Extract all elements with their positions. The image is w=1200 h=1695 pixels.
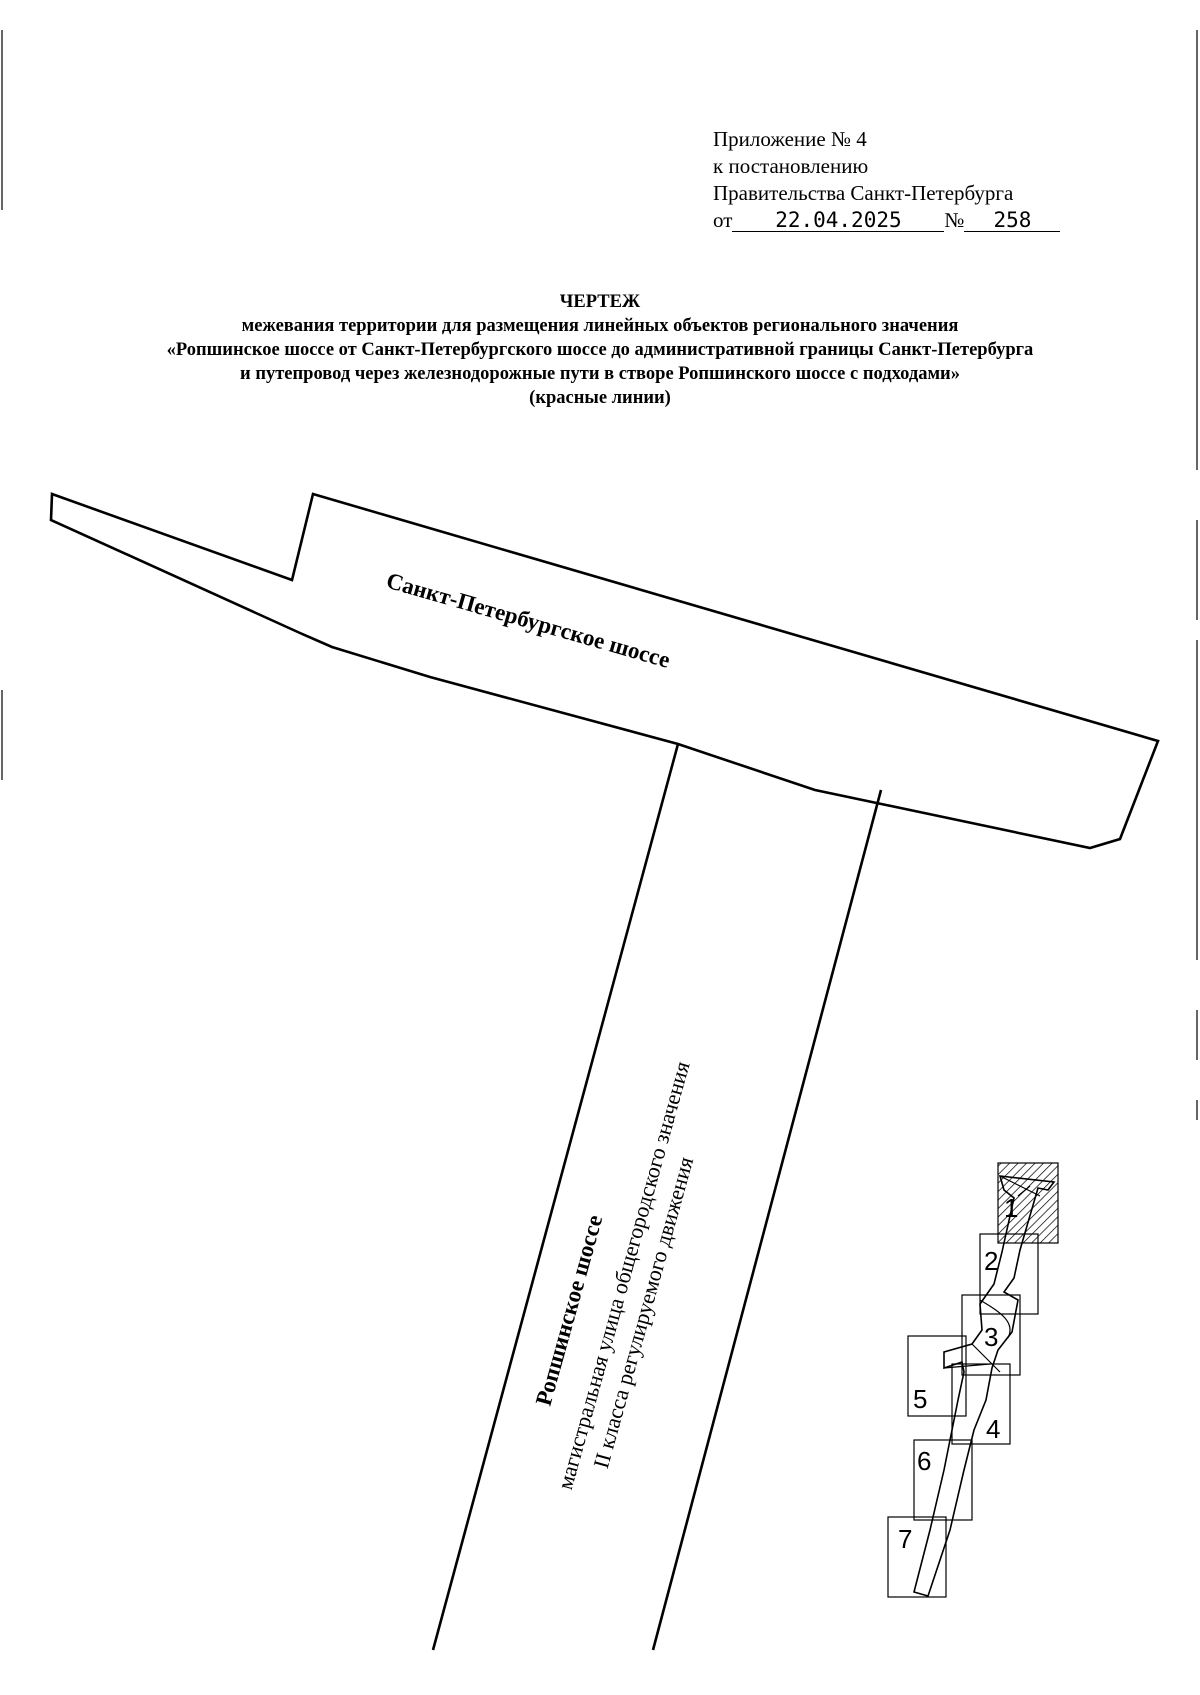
- road-boundary-spb-highway: [49, 492, 1160, 850]
- title-heading: ЧЕРТЕЖ: [559, 292, 641, 312]
- sheet-number-7: 7: [898, 1524, 912, 1554]
- appendix-block: Приложение № 4 к постановлению Правитель…: [713, 126, 1073, 234]
- sheet-number-6: 6: [917, 1446, 931, 1476]
- key-map-crossing: [943, 1299, 1011, 1373]
- sheet-key-map: [887, 1162, 1059, 1598]
- sheet-number-2: 2: [984, 1246, 998, 1276]
- key-map-junction: [999, 1175, 1041, 1197]
- drawing-title: ЧЕРТЕЖ межевания территории для размещен…: [40, 290, 1160, 410]
- sheet-frame-7[interactable]: [887, 1516, 947, 1598]
- sheet-number-5: 5: [913, 1384, 927, 1414]
- sheet-frame-6[interactable]: [913, 1439, 973, 1521]
- date-prefix: от: [713, 208, 733, 232]
- title-line-1: межевания территории для размещения лине…: [241, 316, 959, 336]
- sheet-number-1: 1: [1004, 1193, 1018, 1223]
- road-boundary-ropsha-left: [431, 743, 680, 1651]
- road-boundary-ropsha-right: [651, 789, 883, 1651]
- sheet-frame-2[interactable]: [979, 1233, 1039, 1315]
- number-prefix: №: [944, 208, 965, 232]
- appendix-title: Приложение № 4: [713, 127, 867, 151]
- title-line-2: «Ропшинское шоссе от Санкт-Петербургског…: [166, 340, 1034, 360]
- sheet-number-4: 4: [986, 1414, 1000, 1444]
- decree-number: 258: [964, 209, 1061, 232]
- sheet-number-3: 3: [984, 1322, 998, 1352]
- appendix-to-decree: к постановлению: [713, 154, 869, 178]
- sheet-frame-4[interactable]: [951, 1363, 1011, 1445]
- decree-date: 22.04.2025: [732, 209, 945, 232]
- title-line-3: и путепровод через железнодорожные пути …: [240, 364, 960, 384]
- key-map-road-outline: [913, 1175, 1056, 1597]
- title-line-4: (красные линии): [529, 388, 671, 408]
- appendix-government: Правительства Санкт-Петербурга: [713, 181, 1014, 205]
- sheet-frame-5[interactable]: [907, 1335, 967, 1417]
